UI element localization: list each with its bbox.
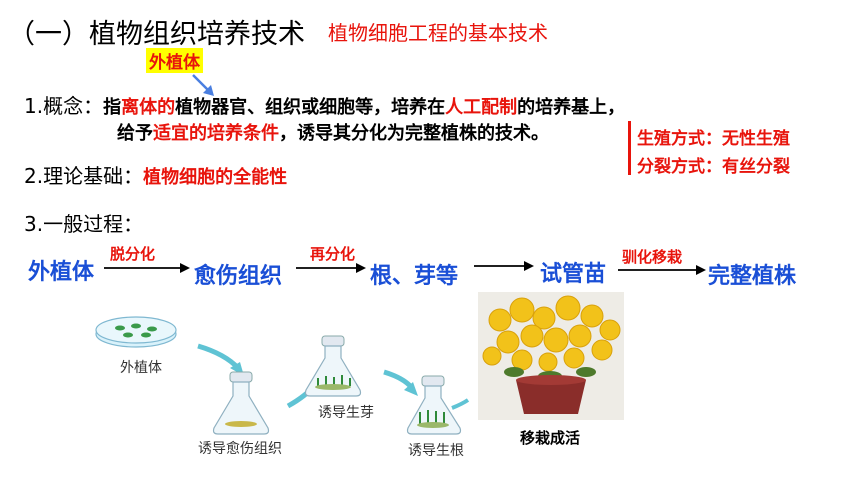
concept-text: 给予	[117, 123, 153, 144]
petri-dish-icon	[95, 316, 177, 348]
caption-induce-callus: 诱导愈伤组织	[198, 441, 282, 457]
caption-explant: 外植体	[120, 360, 162, 376]
arrow-label-redifferentiation: 再分化	[310, 245, 356, 263]
culture-process-diagram	[95, 316, 470, 435]
flask-buds-icon	[304, 335, 362, 397]
concept-line-2: 给予适宜的培养条件，诱导其分化为完整植株的技术。	[117, 119, 549, 145]
concept-highlight: 适宜的培养条件	[153, 123, 279, 144]
arrow-label-dedifferentiation: 脱分化	[110, 245, 156, 263]
side-note-reproduction: 生殖方式：无性生殖	[637, 129, 790, 149]
explant-tag: 外植体	[146, 48, 203, 73]
flow-arrow-icon	[104, 263, 190, 273]
stage-roots-buds: 根、芽等	[370, 264, 459, 289]
concept-text: 植物器官、组织或细胞等，培养在	[175, 97, 446, 118]
side-note-division: 分裂方式：有丝分裂	[637, 157, 790, 177]
caption-induce-roots: 诱导生根	[408, 443, 464, 459]
page-subtitle: 植物细胞工程的基本技术	[328, 21, 548, 45]
theory-label: 2.理论基础：	[24, 164, 144, 188]
caption-induce-buds: 诱导生芽	[318, 405, 374, 421]
page-title: （一）植物组织培养技术	[8, 19, 305, 50]
concept-line-1: 1.概念：指离体的植物器官、组织或细胞等，培养在人工配制的培养基上，	[24, 90, 625, 119]
flask-roots-icon	[406, 375, 462, 435]
pointer-arrow-icon	[192, 74, 214, 96]
concept-label: 1.概念：	[24, 94, 104, 118]
process-label: 3.一般过程：	[24, 212, 144, 236]
flow-arrow-icon	[618, 265, 706, 275]
concept-text: 指	[103, 97, 122, 118]
stage-seedling: 试管苗	[540, 262, 607, 287]
side-note-bar	[628, 121, 631, 175]
concept-text: ，诱导其分化为完整植株的技术。	[279, 123, 549, 144]
theory-line: 2.理论基础：植物细胞的全能性	[24, 160, 287, 189]
arrow-label-acclimatization: 驯化移栽	[622, 248, 683, 266]
stage-callus: 愈伤组织	[194, 264, 283, 289]
flask-callus-icon	[212, 371, 270, 435]
caption-transplant: 移栽成活	[520, 429, 581, 447]
concept-highlight: 人工配制	[445, 97, 518, 118]
flow-arrow-icon	[474, 261, 534, 271]
stage-explant: 外植体	[28, 260, 95, 285]
stage-whole-plant: 完整植株	[708, 264, 797, 289]
concept-highlight: 离体的	[121, 97, 176, 118]
concept-text: 的培养基上，	[517, 97, 626, 118]
flow-arrow-icon	[296, 263, 366, 273]
theory-value: 植物细胞的全能性	[143, 167, 288, 188]
chrysanthemum-photo	[478, 292, 624, 420]
